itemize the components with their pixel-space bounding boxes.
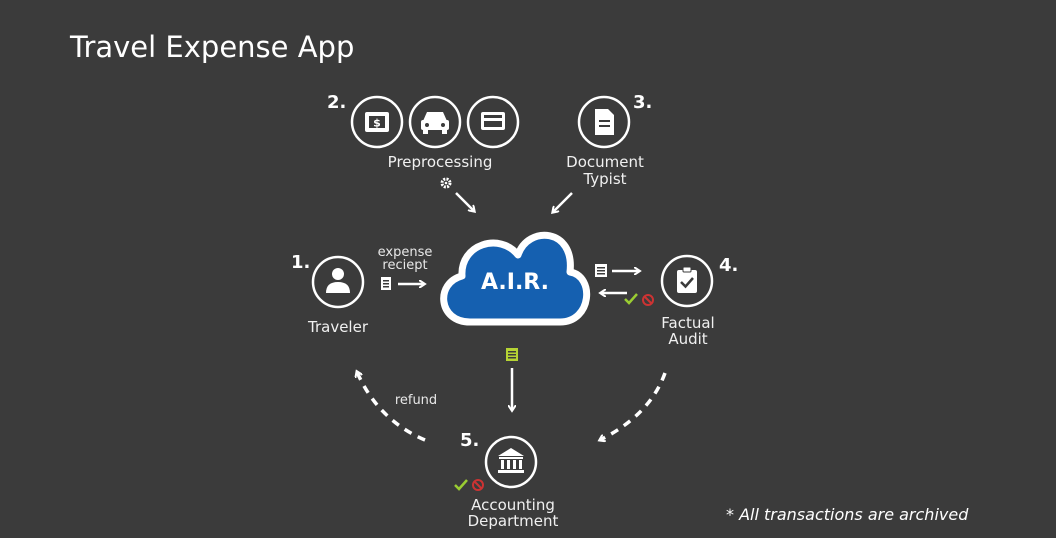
accounting-label-line1: Accounting (471, 496, 555, 514)
step-number-3: 3. (633, 92, 653, 113)
audit-label-line2: Audit (668, 330, 708, 348)
expense-label-line1: expense (377, 245, 433, 260)
arrow-traveler-to-air (381, 277, 424, 290)
svg-text:$: $ (373, 117, 381, 130)
arrow-air-to-audit (595, 264, 639, 277)
arrow-audit-to-air (601, 293, 654, 306)
preprocessing-label: Preprocessing (387, 153, 493, 171)
accounting-node (484, 435, 538, 489)
clipboard-check-icon (677, 266, 697, 293)
arrow-typist-to-air (553, 192, 573, 212)
arrow-audit-to-accounting-dashed (600, 372, 667, 440)
bank-icon (498, 448, 524, 473)
step-number-1: 1. (291, 252, 311, 273)
person-icon (326, 268, 350, 293)
traveler-label: Traveler (308, 318, 368, 336)
prohibited-icon (642, 294, 654, 306)
audit-label-line1: Factual (661, 314, 715, 332)
audit-node (660, 254, 714, 308)
accounting-status-icons (454, 479, 484, 491)
accounting-label-line2: Department (467, 512, 559, 530)
page-title: Travel Expense App (70, 30, 355, 64)
step-number-4: 4. (719, 255, 739, 276)
traveler-node (311, 255, 365, 309)
arrow-preprocessing-to-air (455, 192, 474, 211)
arrow-refund-dashed (357, 372, 426, 442)
arrow-air-to-accounting (506, 348, 518, 410)
preprocessing-node: $ (350, 95, 520, 189)
expense-label-line2: reciept (382, 258, 428, 273)
check-icon (454, 479, 468, 491)
refund-label: refund (394, 393, 438, 408)
receipt-icon (381, 277, 391, 290)
money-bill-icon: $ (365, 112, 389, 132)
archive-footnote: * All transactions are archived (726, 505, 969, 524)
typist-label-line2: Typist (583, 170, 627, 188)
document-icon (595, 109, 614, 135)
credit-card-icon (481, 112, 505, 130)
car-icon (421, 112, 449, 134)
typist-node (577, 95, 631, 149)
typist-label-line1: Document (566, 153, 644, 171)
air-cloud (440, 231, 591, 326)
check-icon (624, 293, 638, 305)
step-number-5: 5. (460, 430, 480, 451)
air-label: A.I.R. (480, 270, 550, 295)
prohibited-icon (472, 479, 484, 491)
step-number-2: 2. (327, 92, 347, 113)
gear-icon (440, 177, 452, 189)
receipt-icon (595, 264, 607, 277)
green-document-icon (506, 348, 518, 361)
